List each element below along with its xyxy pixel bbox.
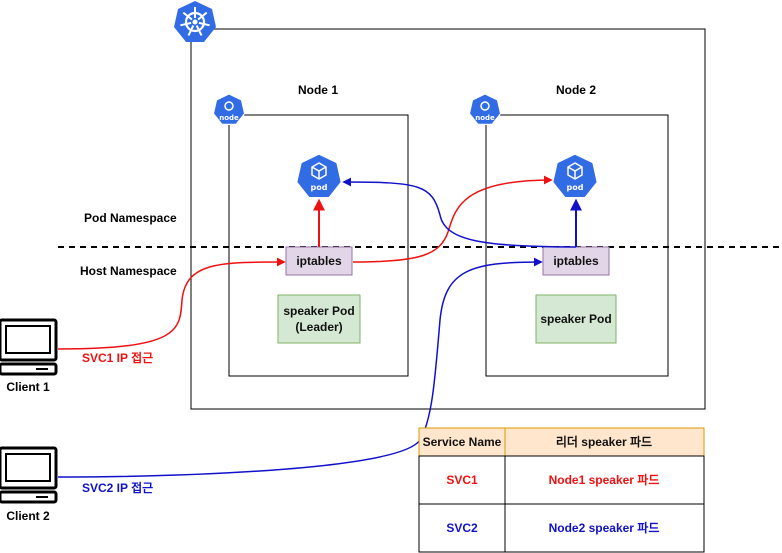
speaker-leader-box: [277, 294, 361, 344]
cluster-box: [190, 28, 706, 410]
node2-box: [485, 114, 669, 377]
svc1-traffic-path: [57, 257, 286, 350]
client1-label: Client 1: [6, 380, 50, 394]
speaker2-box: [535, 294, 617, 344]
iptables2-box: [542, 246, 610, 276]
node1-box: [228, 114, 409, 377]
host-namespace-label: Host Namespace: [80, 264, 177, 278]
table-cell-service: SVC2: [446, 521, 478, 535]
computer-monitor-icon: [0, 446, 58, 504]
pod-icon: pod: [295, 153, 343, 199]
pod-namespace-label: Pod Namespace: [84, 211, 177, 225]
svc1-cross-node-path: [352, 175, 553, 263]
table-row: [418, 455, 506, 505]
svc2-access-label: SVC2 IP 접근: [82, 481, 153, 495]
table-row: [504, 503, 705, 553]
svc2-cross-node-path: [342, 177, 577, 248]
computer-monitor-icon: [0, 318, 58, 376]
leader-table: Service Name 리더 speaker 파드 SVC1 Node1 sp…: [418, 427, 705, 553]
speaker-leader-label-line2: (Leader): [295, 320, 342, 334]
table-row: [418, 503, 506, 553]
table-header-leader: 리더 speaker 파드: [556, 434, 652, 449]
pod-icon-text: pod: [567, 183, 584, 192]
table-cell-leader: Node2 speaker 파드: [549, 520, 660, 535]
table-cell-service: SVC1: [446, 473, 478, 487]
node-icon: node: [468, 93, 502, 125]
table-row: [504, 455, 705, 505]
iptables1-label: iptables: [296, 254, 342, 268]
iptables2-label: iptables: [553, 254, 599, 268]
pod-icon-text: pod: [311, 183, 328, 192]
client2-label: Client 2: [6, 509, 50, 523]
pod-icon: pod: [551, 153, 599, 199]
node-icon: node: [212, 93, 246, 125]
table-header-service: Service Name: [423, 435, 502, 449]
node1-label: Node 1: [298, 83, 338, 97]
svc1-access-label: SVC1 IP 접근: [82, 351, 153, 365]
speaker2-label: speaker Pod: [540, 312, 611, 326]
node-icon-text: node: [219, 114, 239, 122]
svc2-traffic-path: [57, 257, 543, 478]
node2-label: Node 2: [556, 83, 596, 97]
kubernetes-logo-icon: [174, 1, 216, 42]
table-cell-leader: Node1 speaker 파드: [549, 472, 660, 487]
speaker-leader-label-line1: speaker Pod: [283, 304, 354, 318]
node-icon-text: node: [475, 114, 495, 122]
iptables1-box: [285, 246, 353, 276]
